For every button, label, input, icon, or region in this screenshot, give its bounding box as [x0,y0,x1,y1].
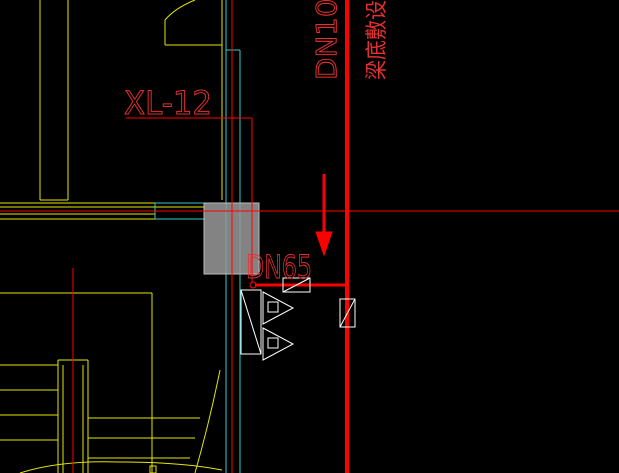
pipe-tag-label[interactable]: XL-12 [124,84,213,123]
fire-hydrant-box-icon[interactable] [240,289,295,361]
laying-note-label[interactable]: 梁底敷设 [365,0,390,80]
valve-symbol-icon[interactable] [282,277,311,293]
branch-diameter-label[interactable]: DN65 [246,248,313,287]
riser-valve-symbol-icon[interactable] [339,298,356,328]
down-arrow-icon [315,174,333,257]
main-diameter-label[interactable]: DN100 [310,0,344,81]
branch-pipe-end-point [249,281,257,289]
